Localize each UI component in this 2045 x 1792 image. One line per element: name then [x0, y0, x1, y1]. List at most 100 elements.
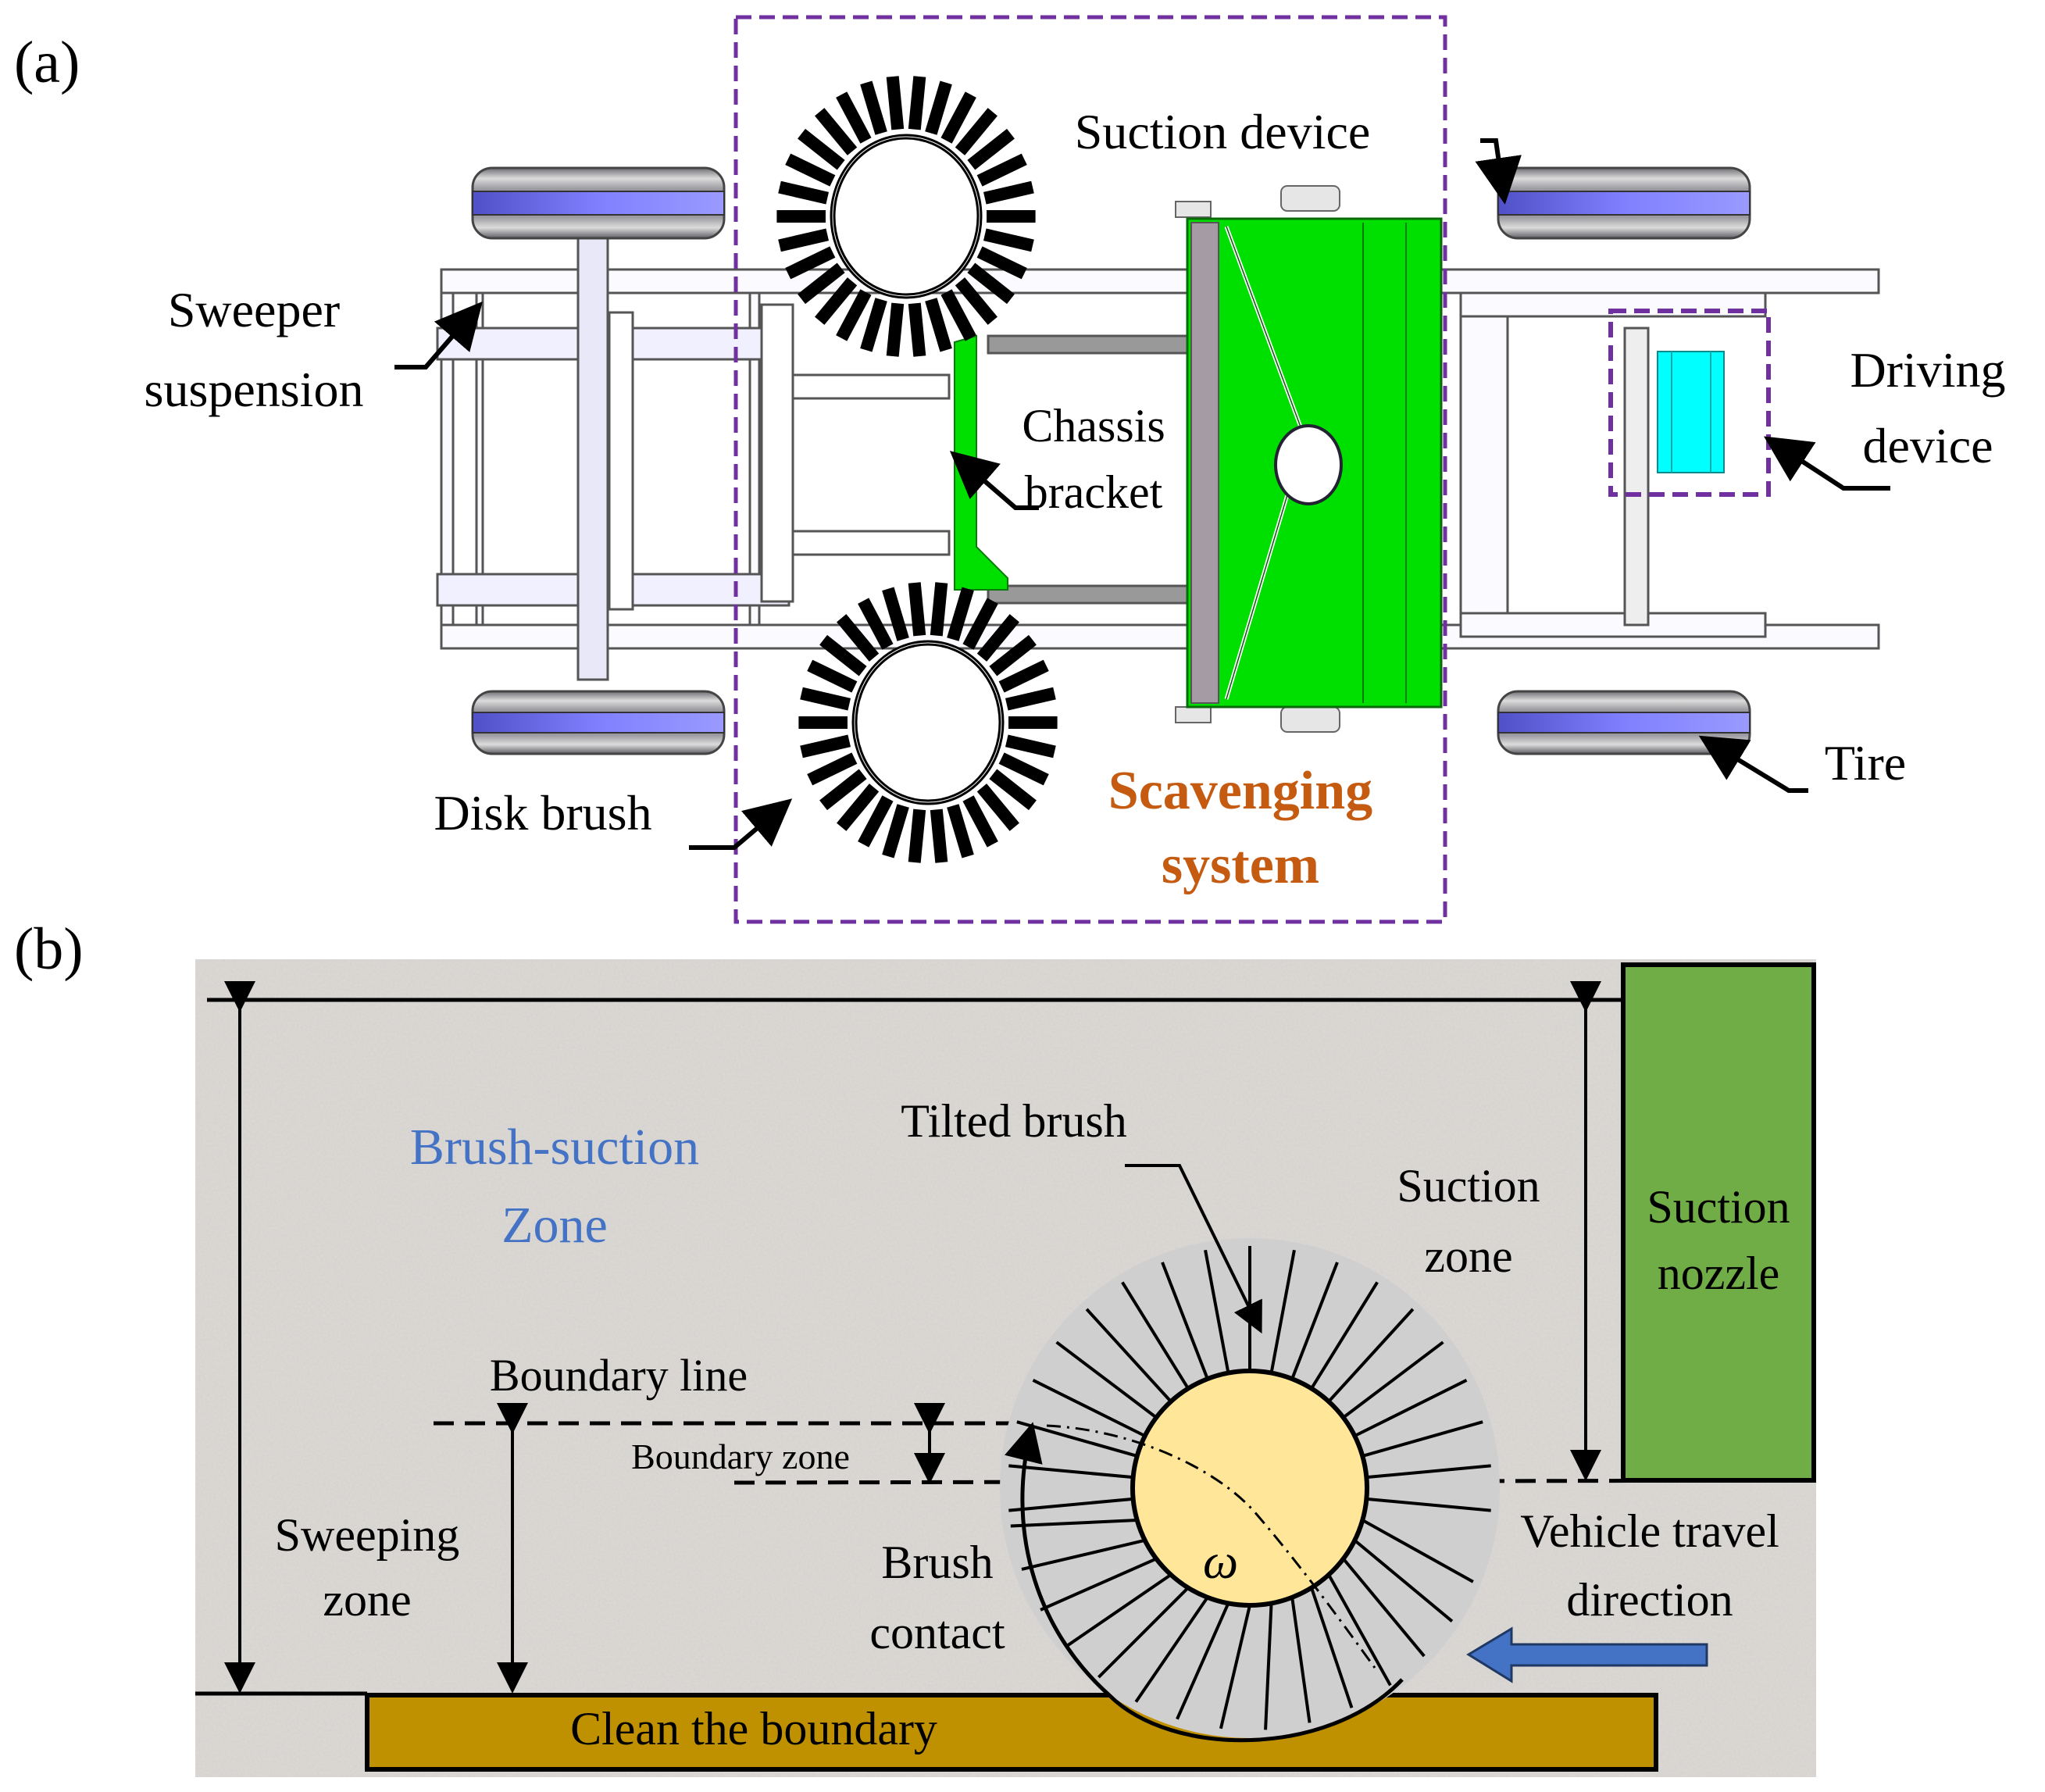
- bristle: [1290, 1597, 1312, 1723]
- bristle: [837, 784, 880, 831]
- bristle: [1204, 1249, 1230, 1373]
- sweeping-zone-label-2: zone: [323, 1574, 411, 1626]
- bristle: [1342, 1558, 1426, 1658]
- bristle: [1366, 1497, 1491, 1512]
- bristle: [1085, 1308, 1172, 1403]
- bristle: [882, 587, 909, 641]
- bristle: [778, 180, 830, 205]
- bristle: [947, 804, 974, 859]
- bristle: [778, 228, 830, 252]
- bristle: [860, 80, 887, 135]
- bristle: [1362, 1519, 1474, 1583]
- chassis-bracket: [954, 334, 1008, 591]
- suction-zone-label-1: Suction: [1397, 1160, 1540, 1212]
- travel-direction-arrow: [1466, 1626, 1708, 1683]
- bristle: [860, 298, 887, 352]
- clean-boundary-label: Clean the boundary: [570, 1703, 937, 1755]
- label-disk-brush: Disk brush: [434, 785, 651, 841]
- panel-b-label: (b): [14, 916, 84, 982]
- bristle: [1005, 734, 1056, 759]
- bristle: [998, 752, 1049, 786]
- label-chassis-bracket-2: bracket: [1025, 466, 1163, 518]
- disk-brush-top: [776, 76, 1036, 357]
- bristle: [989, 634, 1037, 676]
- bristle: [1055, 1340, 1158, 1419]
- bristle: [1010, 1519, 1137, 1528]
- panel-b: (b) Suction nozzle Clean the boundary ω: [14, 916, 1817, 1777]
- bristle: [882, 804, 909, 859]
- bristle: [837, 614, 880, 662]
- bristle: [1134, 1596, 1209, 1703]
- bristle: [1366, 1464, 1491, 1480]
- bristle: [1008, 1497, 1133, 1512]
- sweeping-zone-label-1: Sweeping: [275, 1509, 460, 1561]
- tire-rear-top: [1497, 166, 1751, 240]
- bristle: [1097, 1587, 1190, 1679]
- bristle: [962, 598, 998, 650]
- brush-suction-zone-title-1: Brush-suction: [410, 1119, 699, 1176]
- bristle: [976, 246, 1027, 280]
- bristle: [967, 128, 1015, 170]
- bristle: [1342, 1340, 1444, 1419]
- bristle: [1327, 1308, 1415, 1403]
- scavenging-system-title-1: Scavenging: [1108, 761, 1372, 821]
- bristle: [815, 277, 858, 325]
- bristle: [1219, 1605, 1251, 1730]
- bristle: [1021, 1538, 1146, 1571]
- bristle: [908, 302, 926, 357]
- bristle: [908, 582, 926, 637]
- bristle: [976, 614, 1019, 662]
- bristle: [858, 795, 894, 848]
- tire-front-bottom: [471, 690, 726, 755]
- bristle: [1032, 1379, 1146, 1437]
- bristle: [1121, 1281, 1190, 1390]
- bristle: [1065, 1573, 1172, 1648]
- bristle: [858, 598, 894, 650]
- tire-rear-bottom: [1497, 690, 1751, 755]
- bristle: [815, 108, 858, 155]
- bristle: [785, 153, 836, 187]
- bristle: [807, 659, 858, 693]
- brush-contact-label-1: Brush: [881, 1537, 993, 1588]
- bristle: [1362, 1420, 1483, 1458]
- label-driving-device-2: device: [1863, 418, 1993, 473]
- bristle: [800, 734, 851, 759]
- label-suction-device: Suction device: [1075, 104, 1371, 159]
- bristle: [940, 289, 976, 341]
- bristle: [807, 752, 858, 786]
- scavenging-system-title-2: system: [1162, 835, 1319, 895]
- travel-direction-label-1: Vehicle travel: [1520, 1505, 1779, 1557]
- bristle: [967, 262, 1015, 305]
- suction-nozzle-label-1: Suction: [1647, 1181, 1790, 1233]
- bristle: [1310, 1281, 1379, 1390]
- bristle: [962, 795, 998, 848]
- bristle: [798, 262, 845, 305]
- panel-a-label: (a): [14, 30, 80, 95]
- tire-front-top: [471, 166, 726, 240]
- callout-leaders: [394, 138, 1890, 850]
- label-sweeper-suspension-2: suspension: [145, 362, 364, 417]
- bristle: [1354, 1379, 1468, 1437]
- bristle: [1353, 1539, 1454, 1622]
- boundary-zone-label: Boundary zone: [631, 1437, 850, 1476]
- brush-contact-arc: [1005, 1422, 1404, 1743]
- bristle: [976, 153, 1027, 187]
- bristle: [940, 91, 976, 144]
- panel-a: (a): [14, 15, 2006, 924]
- brush-hub: [855, 643, 1001, 802]
- bristle: [947, 587, 974, 641]
- bristle: [1327, 1573, 1392, 1687]
- brush-hub: [833, 137, 980, 296]
- label-sweeper-suspension-1: Sweeper: [168, 282, 340, 337]
- suction-device: [1175, 185, 1443, 733]
- bristle: [976, 784, 1019, 831]
- bristle: [1040, 1557, 1158, 1612]
- bristle: [983, 228, 1034, 252]
- suction-zone-label-2: zone: [1424, 1230, 1512, 1282]
- bristle: [983, 180, 1034, 205]
- bristle: [836, 91, 872, 144]
- bristle: [819, 769, 867, 811]
- bristle: [989, 769, 1037, 811]
- bristle: [930, 582, 948, 637]
